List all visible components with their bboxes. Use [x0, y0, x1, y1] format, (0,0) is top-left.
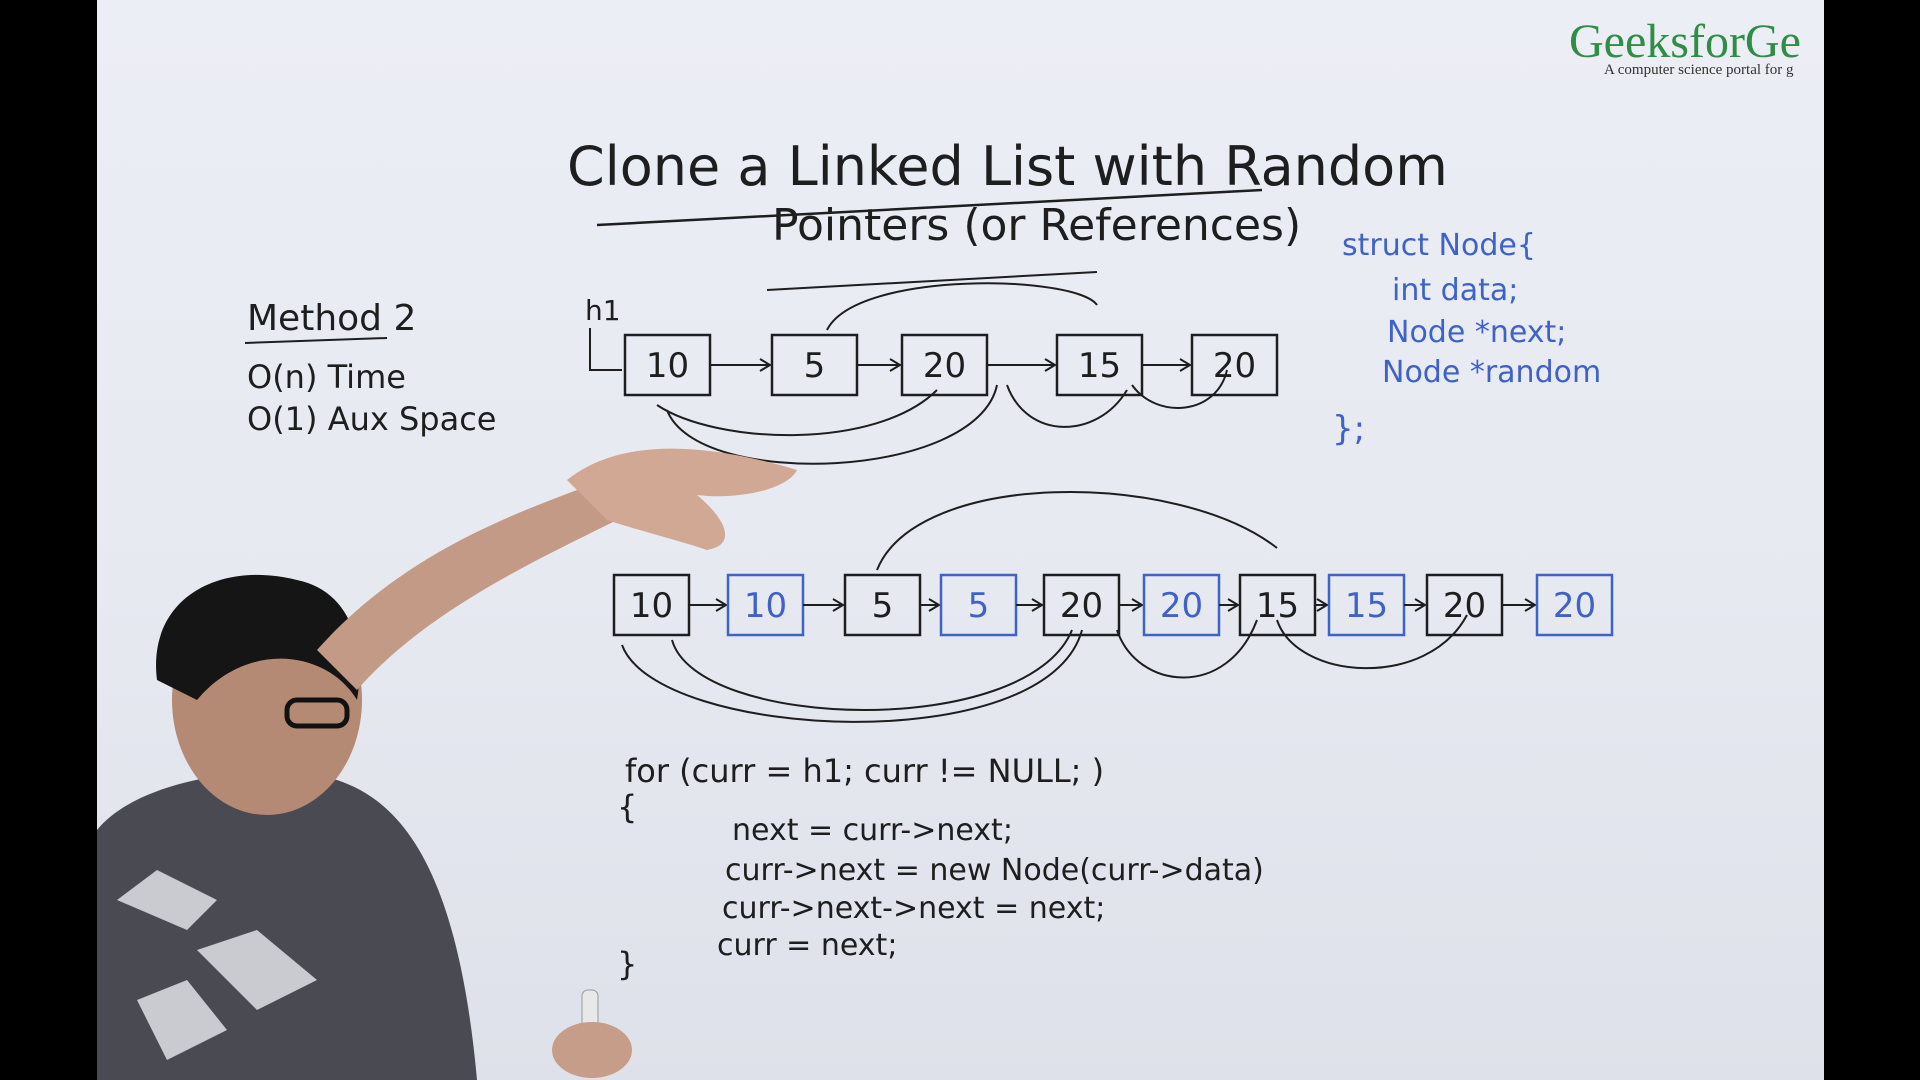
struct-line: Node *random — [1382, 355, 1601, 390]
code-block: for (curr = h1; curr != NULL; ) { next =… — [617, 752, 1264, 983]
arrow-head-icon — [1524, 598, 1537, 612]
brand-logo: GeeksforGe — [1569, 15, 1801, 68]
arrow-head-icon — [889, 358, 902, 372]
random-pointers-original — [656, 282, 1228, 465]
list-node: 5 — [843, 573, 941, 637]
list-node: 20 — [1190, 333, 1279, 397]
video-frame: GeeksforGe A computer science portal for… — [97, 0, 1824, 1080]
node-box — [1190, 333, 1279, 397]
struct-line: Node *next; — [1387, 315, 1566, 350]
list-node: 20 — [1142, 573, 1240, 637]
node-value: 10 — [646, 346, 689, 386]
presenter — [97, 448, 797, 1080]
whiteboard: Clone a Linked List with Random Pointers… — [97, 135, 1614, 1080]
node-box — [1535, 573, 1614, 637]
arrow-head-icon — [832, 598, 845, 612]
title-line-1: Clone a Linked List with Random — [567, 135, 1448, 198]
code-line: curr->next->next = next; — [722, 891, 1105, 926]
node-value: 20 — [1060, 586, 1103, 626]
code-line: } — [617, 945, 637, 983]
node-value: 15 — [1345, 586, 1388, 626]
list-node: 15 — [1055, 333, 1192, 397]
node-value: 10 — [630, 586, 673, 626]
struct-line: struct Node{ — [1342, 228, 1536, 263]
arrow-head-icon — [759, 358, 772, 372]
method-underline — [244, 337, 388, 344]
arrow-head-icon — [1227, 598, 1240, 612]
glasses — [284, 697, 350, 729]
code-line: curr->next = new Node(curr->data) — [725, 853, 1264, 888]
arm — [317, 490, 617, 690]
list-node: 20 — [1042, 573, 1144, 637]
title-line-2: Pointers (or References) — [772, 200, 1301, 251]
struct-line: }; — [1332, 409, 1365, 449]
list-node: 15 — [1238, 573, 1329, 637]
interleaved-list: 10 10 5 5 20 20 15 15 20 20 — [612, 573, 1614, 637]
method-heading: Method 2 — [247, 298, 416, 339]
struct-line: int data; — [1392, 273, 1518, 308]
arrow-head-icon — [928, 598, 941, 612]
node-value: 15 — [1256, 586, 1299, 626]
node-value: 5 — [872, 586, 894, 626]
node-value: 5 — [804, 346, 826, 386]
node-value: 20 — [923, 346, 966, 386]
code-line: next = curr->next; — [732, 813, 1013, 848]
list-node: 5 — [939, 573, 1044, 637]
list-node: 5 — [770, 333, 902, 397]
arrow-head-icon — [1044, 358, 1057, 372]
list-node: 10 — [612, 573, 728, 637]
head-pointer — [589, 328, 622, 371]
list-node: 10 — [726, 573, 845, 637]
arrow-head-icon — [715, 598, 728, 612]
method-space: O(1) Aux Space — [247, 400, 496, 438]
list-node: 10 — [623, 333, 772, 397]
code-line: for (curr = h1; curr != NULL; ) — [625, 752, 1104, 790]
node-value: 10 — [744, 586, 787, 626]
title-underline — [596, 188, 1263, 227]
list-node: 20 — [900, 333, 1057, 397]
arrow-head-icon — [1414, 598, 1427, 612]
node-value: 20 — [1553, 586, 1596, 626]
node-value: 15 — [1078, 346, 1121, 386]
random-pointers-interleaved — [621, 491, 1468, 723]
struct-definition: struct Node{ int data; Node *next; Node … — [1332, 228, 1601, 449]
head-label: h1 — [585, 294, 621, 327]
hand — [567, 448, 797, 550]
arrow-head-icon — [1031, 598, 1044, 612]
list-node: 15 — [1327, 573, 1427, 637]
arrow-head-icon — [1179, 358, 1192, 372]
title-underline-2 — [766, 271, 1098, 291]
arrow-head-icon — [1316, 598, 1329, 612]
original-list: 10 5 20 15 20 — [623, 333, 1279, 397]
node-value: 5 — [968, 586, 990, 626]
brand-tagline: A computer science portal for g — [1604, 62, 1794, 78]
list-node: 20 — [1535, 573, 1614, 637]
code-line: curr = next; — [717, 928, 897, 963]
list-node: 20 — [1425, 573, 1537, 637]
arrow-head-icon — [1131, 598, 1144, 612]
node-value: 20 — [1213, 346, 1256, 386]
method-time: O(n) Time — [247, 358, 406, 396]
code-line: { — [617, 788, 637, 826]
node-value: 20 — [1160, 586, 1203, 626]
